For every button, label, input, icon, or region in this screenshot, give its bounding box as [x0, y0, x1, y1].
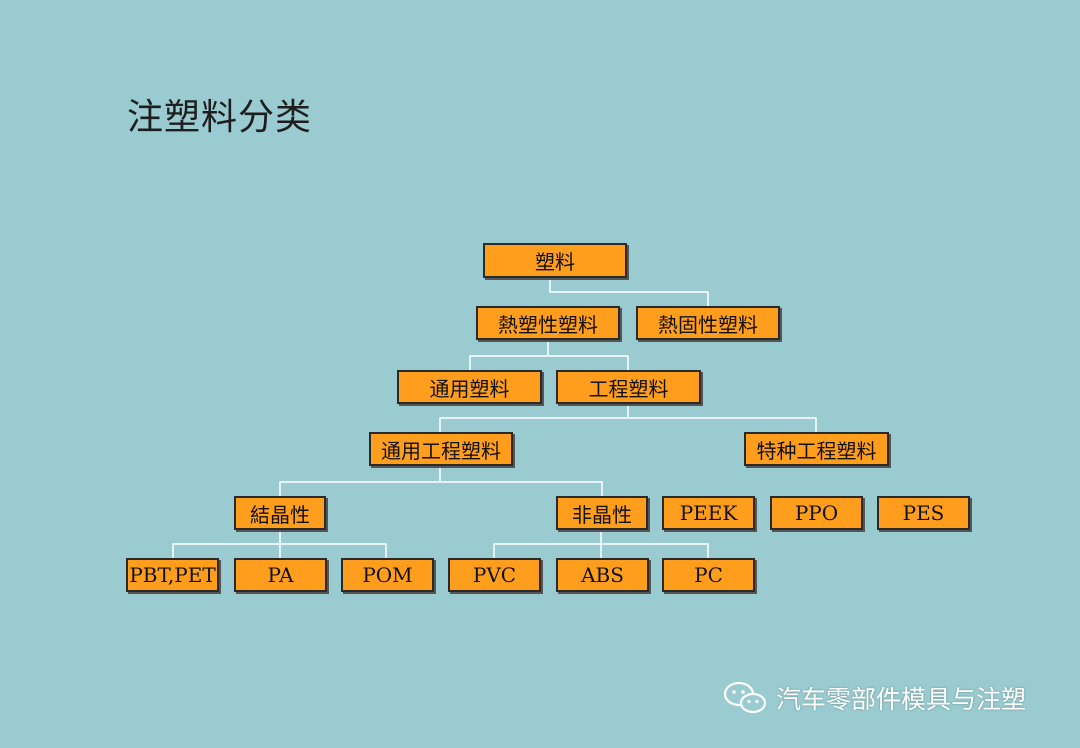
node-special-engineering: 特种工程塑料	[744, 432, 889, 466]
node-pbt-pet: PBT,PET	[126, 558, 219, 592]
node-engineering-plastic: 工程塑料	[556, 370, 701, 404]
watermark: 汽车零部件模具与注塑	[722, 680, 1026, 716]
connector-root	[549, 278, 709, 306]
node-pes: PES	[877, 496, 970, 530]
node-general-plastic: 通用塑料	[397, 370, 542, 404]
node-thermoplastic: 熱塑性塑料	[476, 306, 620, 340]
connector-engineering	[439, 417, 817, 432]
node-abs: ABS	[556, 558, 649, 592]
node-peek: PEEK	[662, 496, 755, 530]
node-pom: POM	[341, 558, 434, 592]
node-pvc: PVC	[448, 558, 541, 592]
node-thermoset: 熱固性塑料	[636, 306, 780, 340]
node-crystalline: 結晶性	[234, 496, 326, 530]
node-general-engineering: 通用工程塑料	[369, 432, 513, 466]
node-plastic: 塑料	[483, 243, 627, 278]
node-ppo: PPO	[770, 496, 863, 530]
node-pc: PC	[662, 558, 755, 592]
node-amorphous: 非晶性	[556, 496, 648, 530]
node-pa: PA	[234, 558, 327, 592]
page-title: 注塑料分类	[127, 97, 313, 138]
connector-thermoplastic	[469, 355, 629, 370]
connector-general-engineering	[279, 481, 603, 496]
wechat-icon	[723, 681, 767, 714]
watermark-text: 汽车零部件模具与注塑	[776, 685, 1027, 714]
